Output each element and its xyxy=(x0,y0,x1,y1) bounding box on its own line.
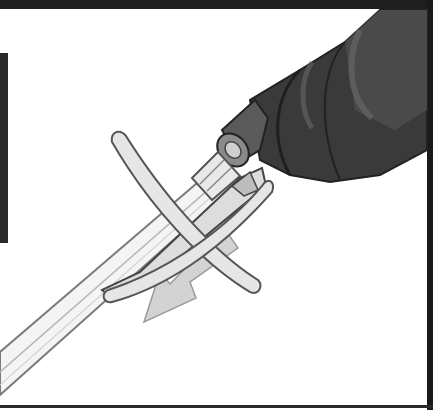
tool-body xyxy=(250,10,427,182)
tube-rod xyxy=(0,165,236,395)
